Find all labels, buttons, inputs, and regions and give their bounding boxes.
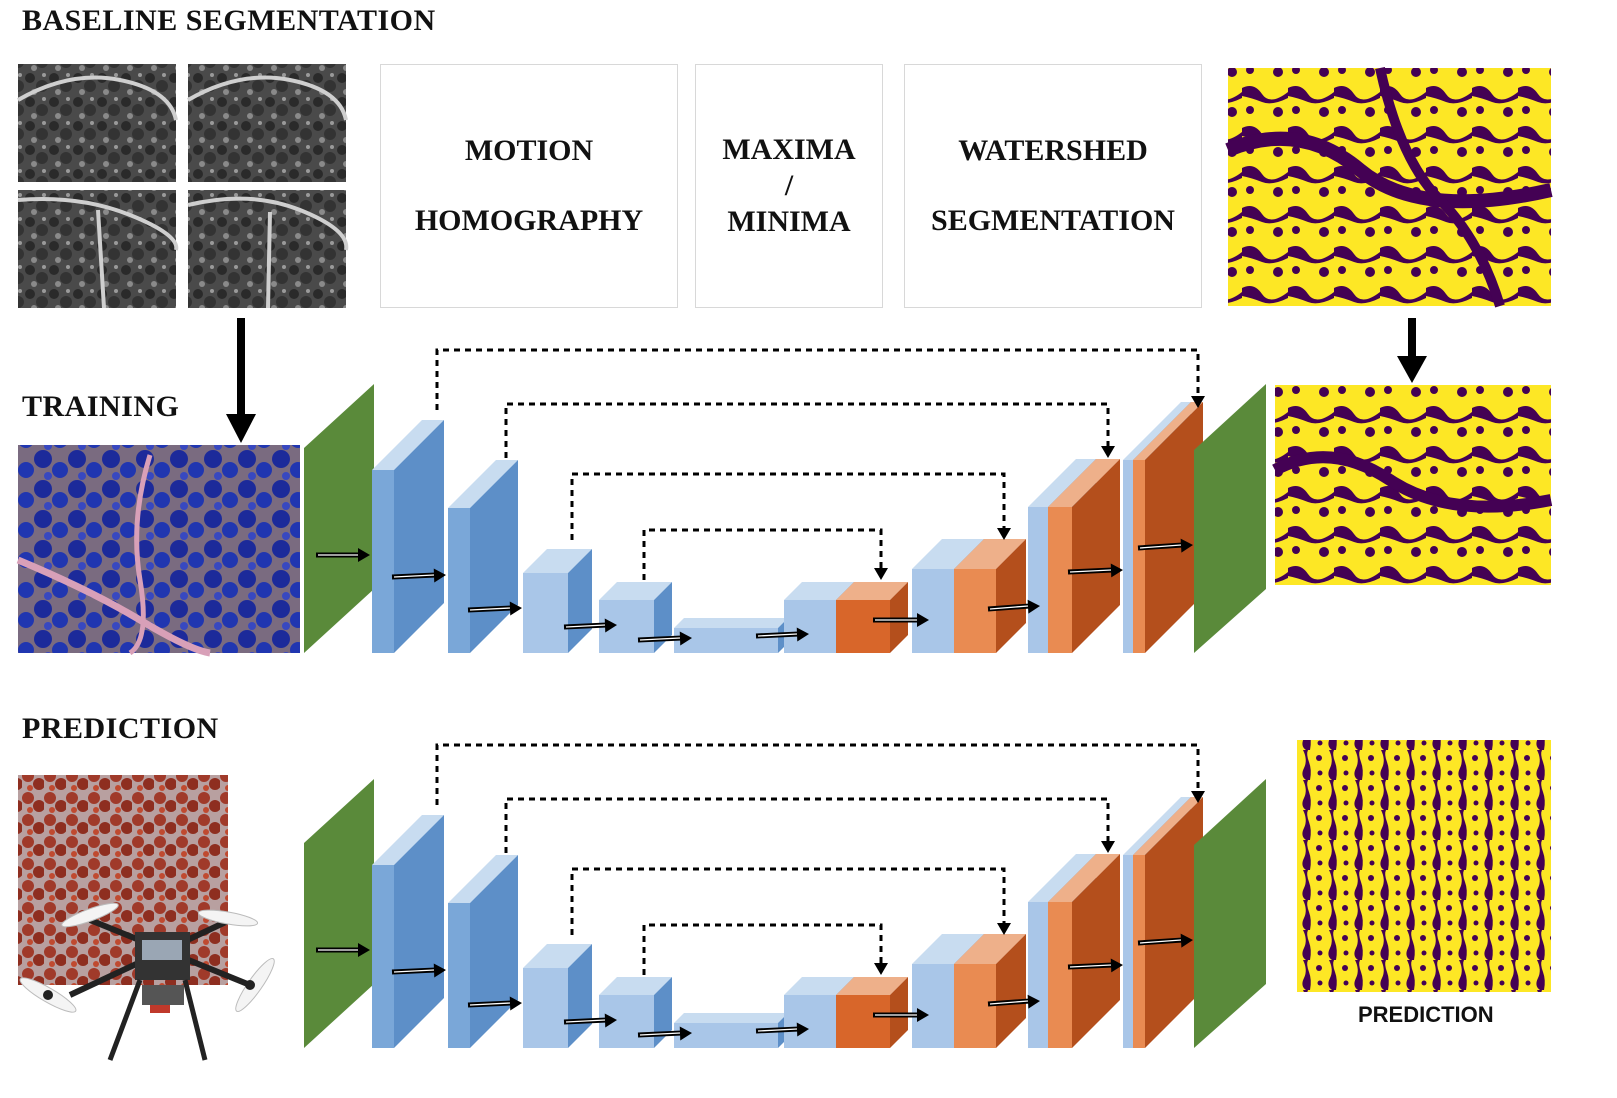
- decoder-block: [1133, 402, 1203, 653]
- right-arrow-icon: [873, 1008, 929, 1022]
- right-arrow-icon: [563, 1013, 617, 1028]
- right-arrow-icon: [755, 1022, 809, 1037]
- right-arrow-icon: [637, 631, 692, 646]
- baseline-mask-image: [1225, 66, 1553, 308]
- right-arrow-icon: [467, 996, 522, 1011]
- unet-training: [304, 348, 1266, 653]
- right-arrow-icon: [637, 1026, 692, 1041]
- decoder-block: [1048, 459, 1120, 653]
- encoder-block: [448, 855, 518, 1048]
- right-arrow-icon: [755, 627, 809, 642]
- baseline-segmentation-heading: BASELINE SEGMENTATION: [22, 4, 436, 37]
- prediction-heading: PREDICTION: [22, 712, 219, 745]
- skip-connection: [570, 472, 1011, 540]
- right-arrow-icon: [987, 994, 1040, 1009]
- down-arrow-icon: [1397, 318, 1427, 383]
- down-arrow-icon: [226, 318, 256, 443]
- prediction-mask-image: [1297, 740, 1551, 992]
- bottleneck-block: [674, 618, 788, 653]
- decoder-block: [1133, 797, 1203, 1048]
- encoder-block: [523, 549, 592, 653]
- right-arrow-icon: [391, 963, 446, 978]
- input-layer: [304, 779, 374, 1048]
- motion-homography-step: MOTION HOMOGRAPHY: [380, 64, 678, 308]
- step-line: /: [784, 169, 794, 202]
- right-arrow-icon: [873, 613, 929, 627]
- baseline-frames-image: [17, 64, 349, 309]
- encoder-block: [523, 944, 592, 1048]
- step-line: MOTION: [464, 134, 594, 167]
- step-line: HOMOGRAPHY: [414, 204, 644, 237]
- step-line: SEGMENTATION: [931, 204, 1175, 237]
- unet-prediction: [304, 743, 1266, 1048]
- right-arrow-icon: [316, 943, 370, 957]
- skip-connection: [504, 402, 1115, 458]
- step-line: MAXIMA: [722, 133, 856, 166]
- decoder-block: [954, 934, 1026, 1048]
- right-arrow-icon: [1137, 538, 1193, 553]
- prediction-output-label: PREDICTION: [1358, 1002, 1494, 1027]
- step-line: MINIMA: [727, 205, 851, 238]
- prediction-aerial-image: [18, 775, 228, 985]
- step-line: WATERSHED: [958, 134, 1148, 167]
- right-arrow-icon: [1067, 958, 1123, 973]
- output-layer: [1194, 384, 1266, 653]
- right-arrow-icon: [316, 548, 370, 562]
- training-aerial-image: [16, 445, 300, 657]
- right-arrow-icon: [1137, 933, 1193, 948]
- skip-connection: [642, 528, 888, 580]
- training-mask-image: [1272, 385, 1553, 585]
- encoder-block: [448, 460, 518, 653]
- skip-connection: [435, 743, 1205, 805]
- watershed-segmentation-step: WATERSHED SEGMENTATION: [904, 64, 1202, 308]
- skip-connection: [504, 797, 1115, 853]
- right-arrow-icon: [391, 568, 446, 583]
- right-arrow-icon: [1067, 563, 1123, 578]
- skip-connection: [435, 348, 1205, 410]
- right-arrow-icon: [987, 599, 1040, 614]
- training-heading: TRAINING: [22, 390, 180, 423]
- maxima-minima-step: MAXIMA / MINIMA: [695, 64, 883, 308]
- encoder-block: [599, 582, 672, 653]
- decoder-block: [836, 977, 908, 1048]
- encoder-block: [372, 815, 444, 1048]
- encoder-block: [599, 977, 672, 1048]
- output-layer: [1194, 779, 1266, 1048]
- decoder-block: [1048, 854, 1120, 1048]
- skip-connection: [570, 867, 1011, 935]
- skip-connection: [642, 923, 888, 975]
- drone-image: [19, 902, 275, 1061]
- right-arrow-icon: [467, 601, 522, 616]
- input-layer: [304, 384, 374, 653]
- encoder-block: [372, 420, 444, 653]
- right-arrow-icon: [563, 618, 617, 633]
